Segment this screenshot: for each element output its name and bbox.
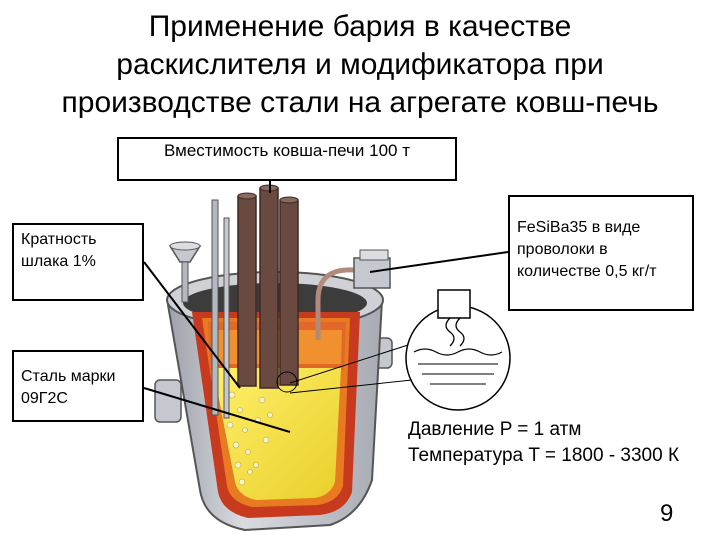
- electrode-2: [259, 187, 279, 389]
- electrode-1-top: [237, 192, 257, 200]
- process-conditions: Давление P = 1 атм Температура T = 1800 …: [408, 417, 679, 469]
- slag-ratio-label: Кратность шлака 1%: [12, 223, 144, 301]
- pressure-text: Давление P = 1 атм: [408, 419, 582, 440]
- steel-grade-label: Сталь марки 09Г2С: [12, 350, 144, 422]
- electrode-3-top: [279, 196, 299, 204]
- title-line-1: Применение бария в качестве: [148, 10, 572, 43]
- steel-melt: [213, 368, 341, 500]
- detail-melt-surface: [413, 348, 503, 356]
- left-trunnion: [154, 379, 182, 423]
- page-number: 9: [660, 500, 674, 527]
- wire-additive-label: FeSiBa35 в виде проволоки в количестве 0…: [508, 195, 694, 311]
- title-line-3: производстве стали на агрегате ковш-печь: [61, 86, 659, 119]
- steel-leader: [143, 387, 291, 433]
- wire-feeder: [353, 257, 391, 289]
- electrode-1: [237, 195, 257, 387]
- slag-leader: [143, 261, 241, 389]
- lance-2: [223, 217, 230, 419]
- wire-guide-tube: [315, 267, 355, 340]
- capacity-label: Вместимость ковша-печи 100 т: [117, 137, 457, 181]
- electrode-3: [279, 199, 299, 386]
- detail-source-circle: [276, 371, 298, 393]
- funnel-pipe: [181, 261, 189, 303]
- detail-zoom-circle: [405, 305, 511, 411]
- wire-feeder-cap: [359, 249, 389, 261]
- funnel-top: [169, 241, 201, 251]
- slide-title: Применение бария в качестве раскислителя…: [0, 8, 720, 122]
- temperature-text: Температура T = 1800 - 3300 К: [408, 445, 680, 466]
- sampling-lance: [211, 199, 219, 416]
- detail-arc: [445, 317, 465, 347]
- title-line-2: раскислителя и модификатора при: [116, 48, 604, 81]
- detail-electrode: [437, 289, 471, 319]
- zoom-line-2: [289, 379, 413, 394]
- wire-leader: [369, 251, 509, 273]
- zoom-line-1: [289, 344, 409, 384]
